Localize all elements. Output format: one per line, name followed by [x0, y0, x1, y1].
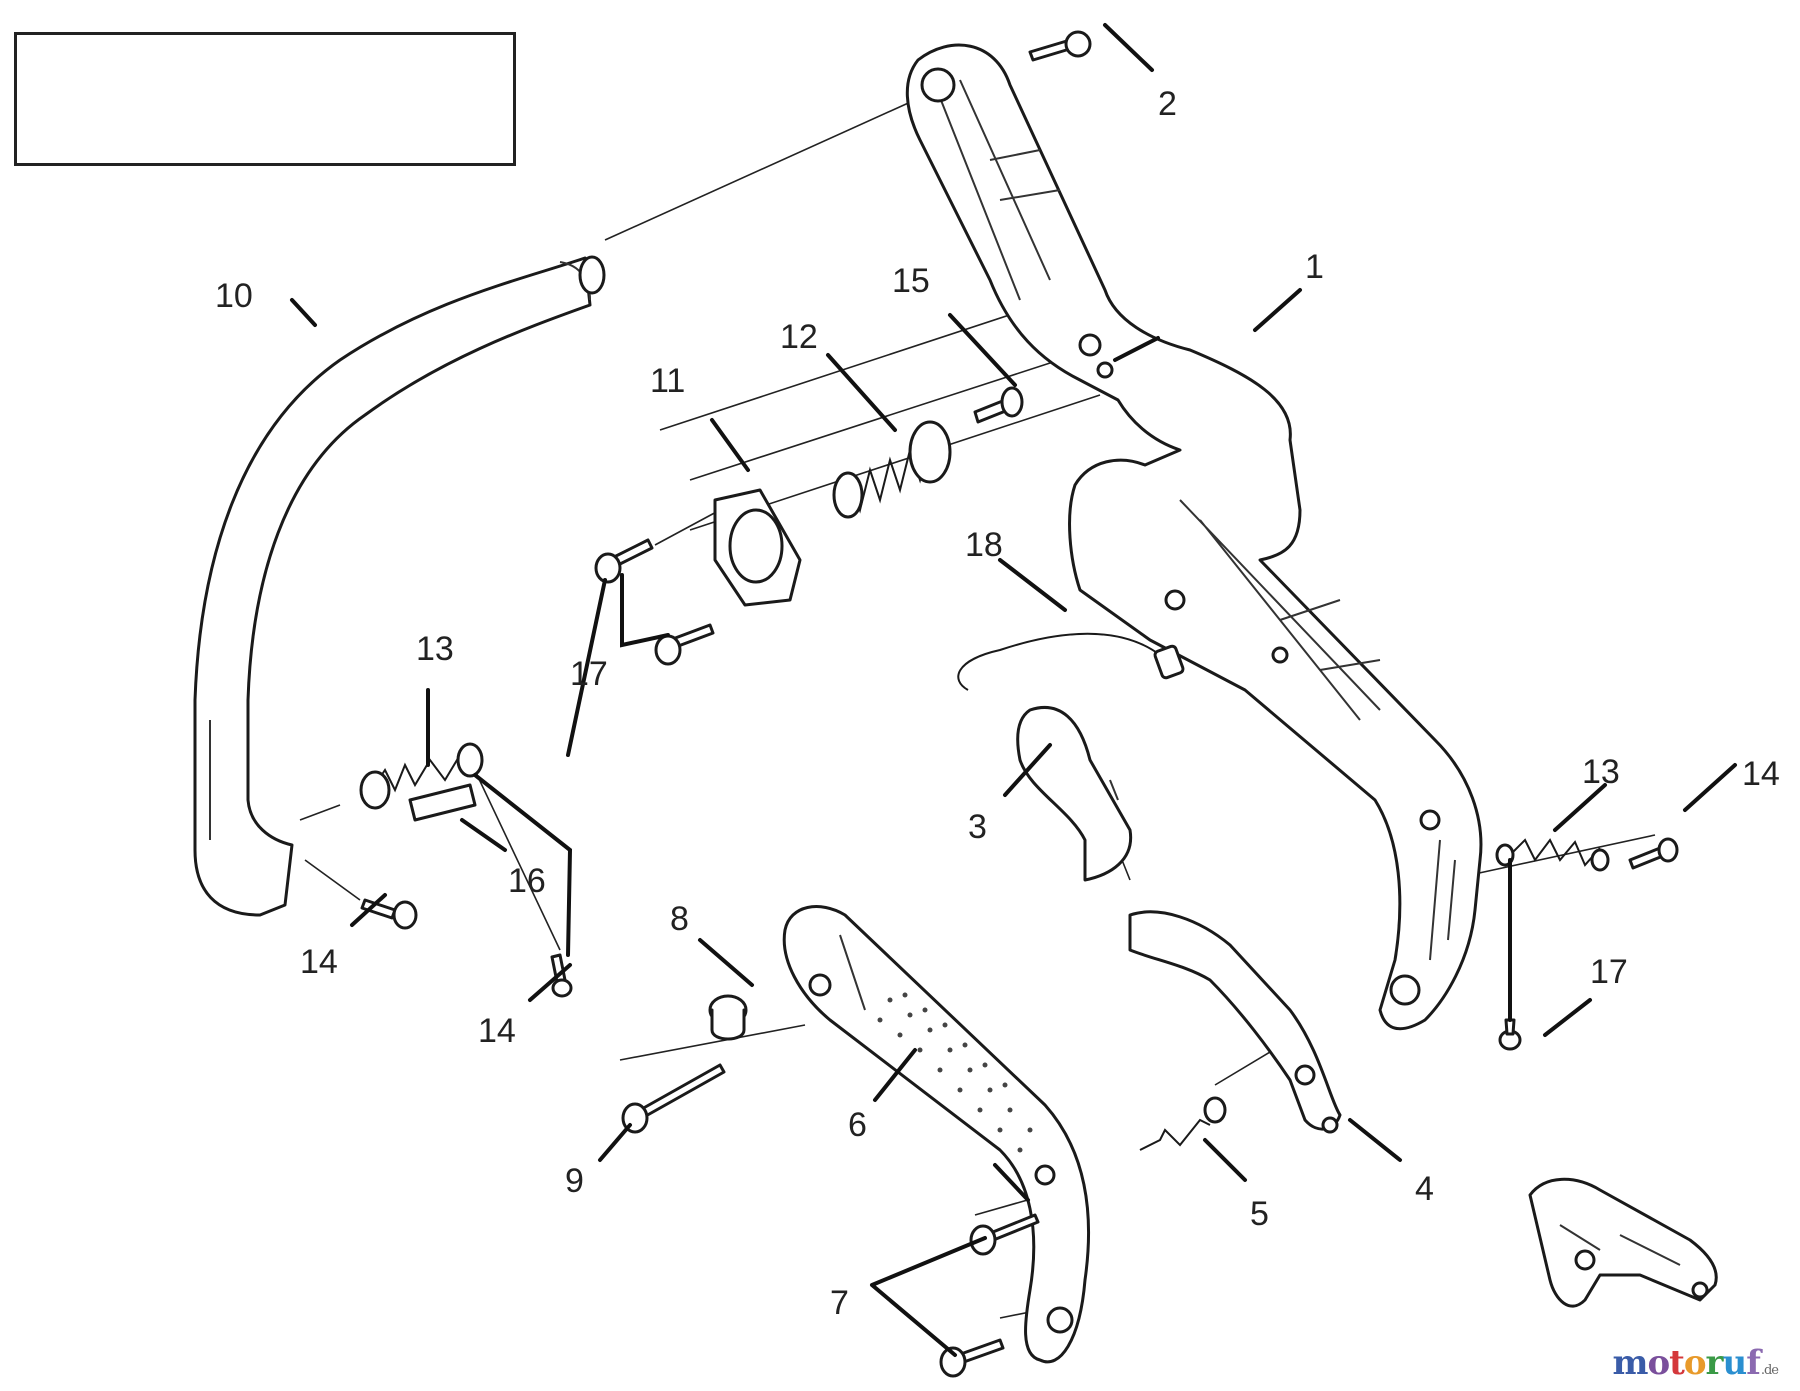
brand-letter: m — [1612, 1343, 1648, 1383]
part-9-screw — [621, 1063, 726, 1134]
part-10-front-handle — [193, 255, 606, 917]
callout-12: 12 — [780, 318, 818, 356]
callout-13-right: 13 — [1582, 753, 1620, 791]
callout-7: 7 — [830, 1284, 849, 1322]
callout-4: 4 — [1415, 1170, 1434, 1208]
callout-3: 3 — [968, 808, 987, 846]
brake-assembly-detail — [1528, 1177, 1718, 1308]
part-14-screws — [360, 837, 1679, 998]
part-18-cable — [957, 632, 1185, 691]
leader-lines — [290, 23, 1737, 1357]
callout-2: 2 — [1158, 85, 1177, 123]
part-1-handle-frame — [905, 43, 1483, 1031]
callout-labels: 1 2 3 4 5 6 7 8 9 10 11 12 13 13 14 14 1… — [215, 85, 1780, 1322]
callout-1: 1 — [1305, 248, 1324, 286]
assembly-lines — [299, 99, 1656, 1319]
part-8-bushing — [708, 994, 748, 1041]
grip-texture — [877, 992, 1033, 1153]
brand-letter: t — [1669, 1343, 1685, 1383]
part-17-screw-right — [1498, 1018, 1522, 1051]
brand-letter: r — [1705, 1343, 1724, 1383]
callout-8: 8 — [670, 900, 689, 938]
callout-17-left: 17 — [570, 655, 608, 693]
part-7-screws — [939, 1213, 1040, 1378]
part-4-linkage — [1128, 910, 1342, 1134]
callout-14-right: 14 — [1742, 755, 1780, 793]
callout-16: 16 — [508, 862, 546, 900]
brand-tld: .de — [1760, 1363, 1779, 1378]
callout-15: 15 — [892, 262, 930, 300]
callout-17-right: 17 — [1590, 953, 1628, 991]
part-13-spring-right — [1495, 838, 1610, 872]
callout-9: 9 — [565, 1162, 584, 1200]
callout-10: 10 — [215, 277, 253, 315]
callout-14-left: 14 — [300, 943, 338, 981]
part-15-screw — [973, 386, 1024, 424]
part-11-gasket-plate — [713, 488, 802, 607]
part-12-spring — [832, 420, 952, 519]
callout-5: 5 — [1250, 1195, 1269, 1233]
title-box — [14, 32, 516, 166]
callout-13-left: 13 — [416, 630, 454, 668]
callout-6: 6 — [848, 1106, 867, 1144]
brand-logo: motoruf.de — [1612, 1343, 1779, 1383]
brand-letter: o — [1647, 1343, 1670, 1383]
callout-14-mid: 14 — [478, 1012, 516, 1050]
part-3-brake-lever — [1016, 705, 1133, 882]
callout-11: 11 — [650, 362, 685, 400]
brand-letter: u — [1722, 1343, 1747, 1383]
brand-letter: o — [1683, 1343, 1707, 1383]
part-6-handle-cover — [782, 905, 1091, 1364]
part-13-spring-left — [359, 742, 484, 810]
brand-letter: f — [1746, 1343, 1761, 1383]
callout-18: 18 — [965, 526, 1003, 564]
part-5-spring — [1139, 1096, 1227, 1151]
part-2-screw — [1028, 30, 1092, 62]
part-16-clamp — [408, 783, 477, 822]
part-17-screws-left — [594, 538, 715, 666]
